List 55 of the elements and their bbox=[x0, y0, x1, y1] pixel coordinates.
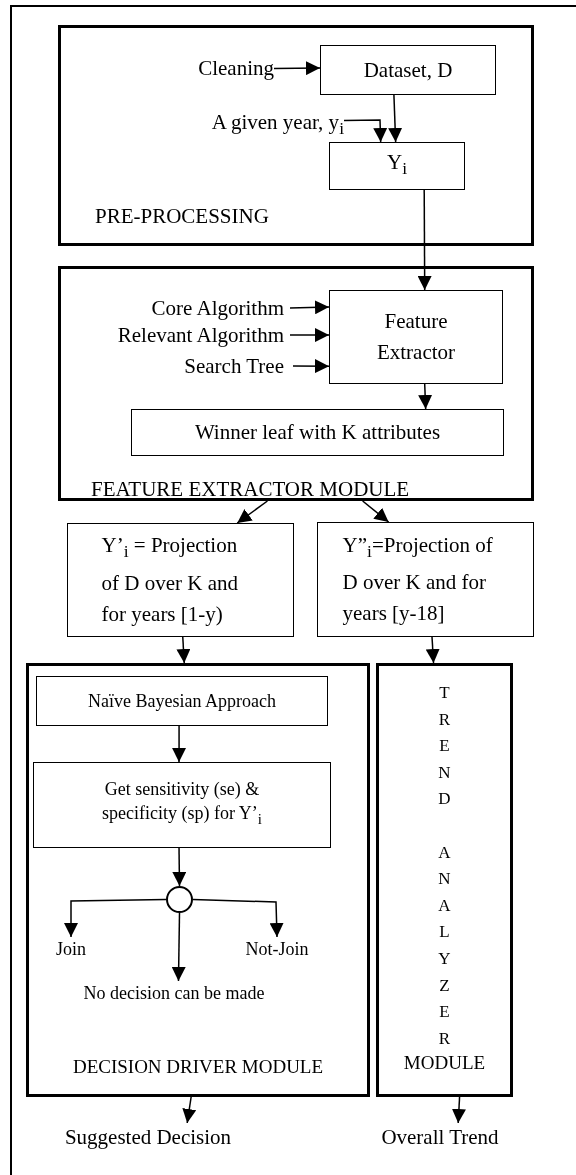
arrow bbox=[289, 328, 330, 343]
outcome-label: No decision can be made bbox=[62, 981, 286, 1005]
arrow bbox=[64, 898, 167, 938]
arrow bbox=[289, 300, 330, 315]
process-box bbox=[317, 522, 534, 637]
arrow bbox=[273, 61, 321, 76]
process-box bbox=[33, 762, 331, 848]
module-panel bbox=[26, 663, 370, 1097]
process-box bbox=[36, 676, 328, 726]
module-title: PRE-PROCESSING bbox=[95, 204, 269, 230]
arrow bbox=[182, 1096, 197, 1124]
box-text: Y”$_{i}$=Projection of D over K and for years [y-18] bbox=[342, 531, 494, 628]
module-title: TREND ANALYZER bbox=[437, 682, 452, 1050]
module-title: FEATURE EXTRACTOR MODULE bbox=[91, 477, 410, 503]
outcome-label: Join bbox=[50, 937, 92, 961]
arrow bbox=[172, 725, 187, 763]
input-label: Search Tree bbox=[120, 353, 284, 379]
input-label: Core Algorithm bbox=[100, 295, 284, 321]
box-text: Get sensitivity (se) & specificity (sp) for Y’$_{i}$ bbox=[101, 778, 263, 829]
box-text: Feature Extractor bbox=[375, 308, 457, 366]
arrow bbox=[425, 636, 440, 664]
arrow bbox=[176, 636, 191, 664]
arrow bbox=[451, 1096, 466, 1124]
output-label: Overall Trend bbox=[370, 1123, 510, 1151]
arrow bbox=[388, 94, 403, 143]
arrow bbox=[292, 359, 330, 374]
process-box bbox=[329, 290, 503, 384]
arrow bbox=[361, 500, 390, 523]
input-label: Relevant Algorithm bbox=[60, 322, 284, 348]
process-box bbox=[131, 409, 504, 456]
arrow bbox=[236, 500, 269, 524]
module-title: DECISION DRIVER MODULE bbox=[71, 1056, 325, 1079]
box-text: Naïve Bayesian Approach bbox=[88, 690, 276, 713]
arrow bbox=[171, 912, 186, 982]
arrow bbox=[418, 383, 433, 410]
arrow bbox=[192, 898, 284, 938]
input-label: A given year, y$_{i}$ bbox=[170, 107, 344, 137]
arrow bbox=[172, 847, 187, 887]
box-text: Y’$_{i}$ = Projection of D over K and for years [1-y) bbox=[101, 532, 239, 628]
arrow bbox=[343, 119, 388, 143]
module-title: MODULE bbox=[402, 1052, 487, 1075]
box-text: Y$_{i}$ bbox=[386, 149, 407, 181]
box-text: Winner leaf with K attributes bbox=[194, 419, 441, 446]
process-box bbox=[320, 45, 496, 95]
decision-circle bbox=[166, 886, 193, 913]
module-panel bbox=[376, 663, 513, 1097]
module-panel bbox=[58, 266, 534, 501]
arrow bbox=[417, 189, 432, 291]
outcome-label: Not-Join bbox=[236, 937, 318, 961]
output-label: Suggested Decision bbox=[50, 1123, 246, 1151]
input-label: Cleaning bbox=[170, 55, 274, 82]
process-box bbox=[67, 523, 294, 637]
process-box bbox=[329, 142, 465, 190]
module-panel bbox=[58, 25, 534, 246]
box-text: Dataset, D bbox=[363, 56, 453, 84]
